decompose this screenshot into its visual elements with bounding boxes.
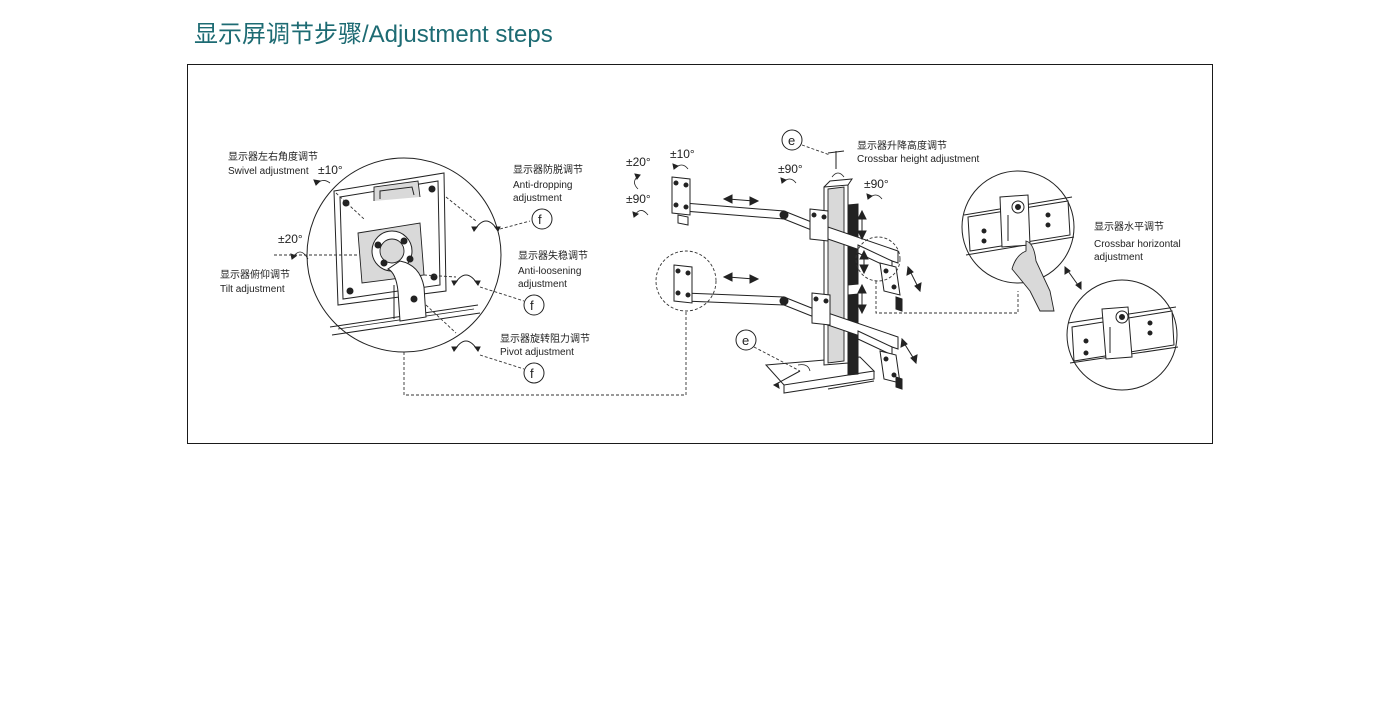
tilt-degree: ±20°	[278, 232, 303, 246]
page-title: 显示屏调节步骤/Adjustment steps	[194, 21, 553, 48]
base-knob-icon	[777, 370, 801, 384]
svg-text:f: f	[538, 212, 542, 227]
tilt-label-cn: 显示器俯仰调节	[220, 268, 290, 281]
motion-arrows	[722, 194, 1082, 365]
mount-detail-view	[306, 157, 502, 353]
anti-drop-label-cn: 显示器防脱调节	[513, 163, 583, 176]
horizontal-label-en-1: Crossbar horizontal	[1094, 239, 1181, 250]
svg-text:e: e	[742, 333, 749, 348]
pivot-label-en: Pivot adjustment	[500, 347, 574, 358]
anti-drop-label-en-1: Anti-dropping	[513, 180, 572, 191]
adjustment-diagram: 显示器左右角度调节 Swivel adjustment ±10° ±20° 显示…	[220, 129, 1181, 396]
anti-loosen-label-en-1: Anti-loosening	[518, 266, 581, 277]
tilt-label-en: Tilt adjustment	[220, 284, 285, 295]
callout-e-2	[735, 329, 757, 351]
detail-connector-line	[403, 311, 687, 396]
svg-text:f: f	[530, 298, 534, 313]
arm-joint-highlight	[655, 250, 717, 312]
swivel-degree: ±10°	[318, 163, 343, 177]
swivel-label-cn: 显示器左右角度调节	[228, 150, 318, 163]
pivot-label-cn: 显示器旋转阻力调节	[500, 332, 590, 345]
crossbar-rotate-degree-2: ±90°	[864, 177, 889, 191]
diagram-frame: 显示器左右角度调节 Swivel adjustment ±10° ±20° 显示…	[187, 64, 1213, 444]
crossbar-connector-line	[875, 281, 1019, 314]
svg-text:e: e	[788, 133, 795, 148]
svg-text:f: f	[530, 366, 534, 381]
anti-drop-label-en-2: adjustment	[513, 193, 562, 204]
arm-tilt-degree: ±20°	[626, 155, 651, 169]
crossbar-joint-highlight	[855, 236, 901, 282]
callout-f-3	[523, 362, 545, 384]
arm-swivel-degree: ±10°	[670, 147, 695, 161]
height-label-cn: 显示器升降高度调节	[857, 139, 947, 152]
crossbar-detail-bottom	[1066, 279, 1179, 391]
height-label-en: Crossbar height adjustment	[857, 154, 980, 165]
crossbar-rotate-degree-1: ±90°	[778, 162, 803, 176]
arm-rotate-degree: ±90°	[626, 192, 651, 206]
horizontal-label-en-2: adjustment	[1094, 252, 1143, 263]
callout-f-1	[531, 208, 553, 230]
pivot-wrench-icon	[453, 340, 479, 352]
anti-loosen-label-en-2: adjustment	[518, 279, 567, 290]
callout-f-2	[523, 294, 545, 316]
horizontal-label-cn: 显示器水平调节	[1094, 221, 1164, 233]
swivel-label-en: Swivel adjustment	[228, 166, 309, 177]
anti-loosen-label-cn: 显示器失稳调节	[518, 249, 588, 262]
monitor-stand-assembly	[671, 176, 903, 394]
crossbar-detail-top	[961, 170, 1075, 312]
callout-e-1	[781, 129, 803, 151]
